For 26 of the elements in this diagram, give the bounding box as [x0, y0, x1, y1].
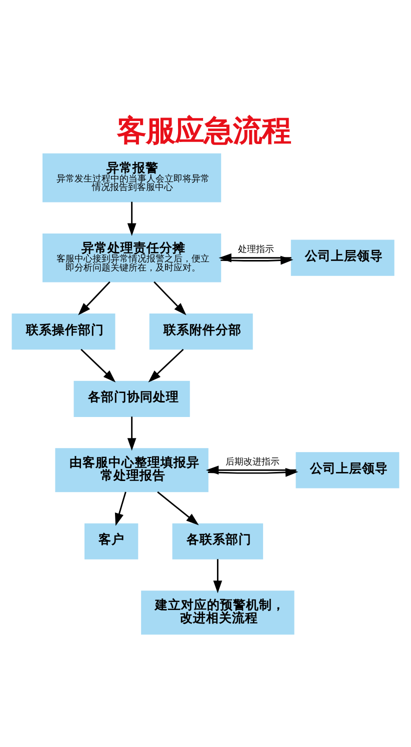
node-box: 建立对应的预警机制，改进相关流程: [141, 590, 294, 634]
arrow: [114, 491, 126, 526]
arrow: [213, 558, 222, 593]
node-box: 公司上层领导: [290, 239, 394, 276]
arrow: [127, 416, 136, 450]
arrow: [80, 348, 116, 382]
node-box: 各部门协同处理: [74, 380, 190, 416]
arrow: [218, 252, 292, 262]
arrow: [157, 490, 199, 525]
node-box: 各联系部门: [172, 522, 264, 559]
node-box: 联系附件分部: [149, 313, 253, 350]
arrow: [148, 348, 184, 382]
node-box: 异常处理责任分摊 客服中心接到异常情况报警之后，便立即分析问题关键所在，及时应对。: [42, 232, 222, 282]
diagram-title: 客服应急流程: [117, 112, 292, 147]
node-box: 异常报警 异常发生过程中的当事人会立即将异常情况报告到客服中心: [42, 152, 222, 202]
edge-label: 后期改进指示: [225, 456, 280, 467]
arrow: [78, 280, 110, 315]
arrow: [220, 255, 294, 264]
arrow: [206, 465, 296, 474]
node-box: 联系操作部门: [12, 313, 116, 350]
edge-label: 处理指示: [238, 244, 274, 255]
arrow: [127, 201, 136, 236]
node-box: 客户: [84, 522, 138, 559]
arrow: [154, 280, 186, 315]
node-box: 公司上层领导: [296, 452, 400, 488]
node-box: 由客服中心整理填报异常处理报告: [55, 448, 208, 492]
